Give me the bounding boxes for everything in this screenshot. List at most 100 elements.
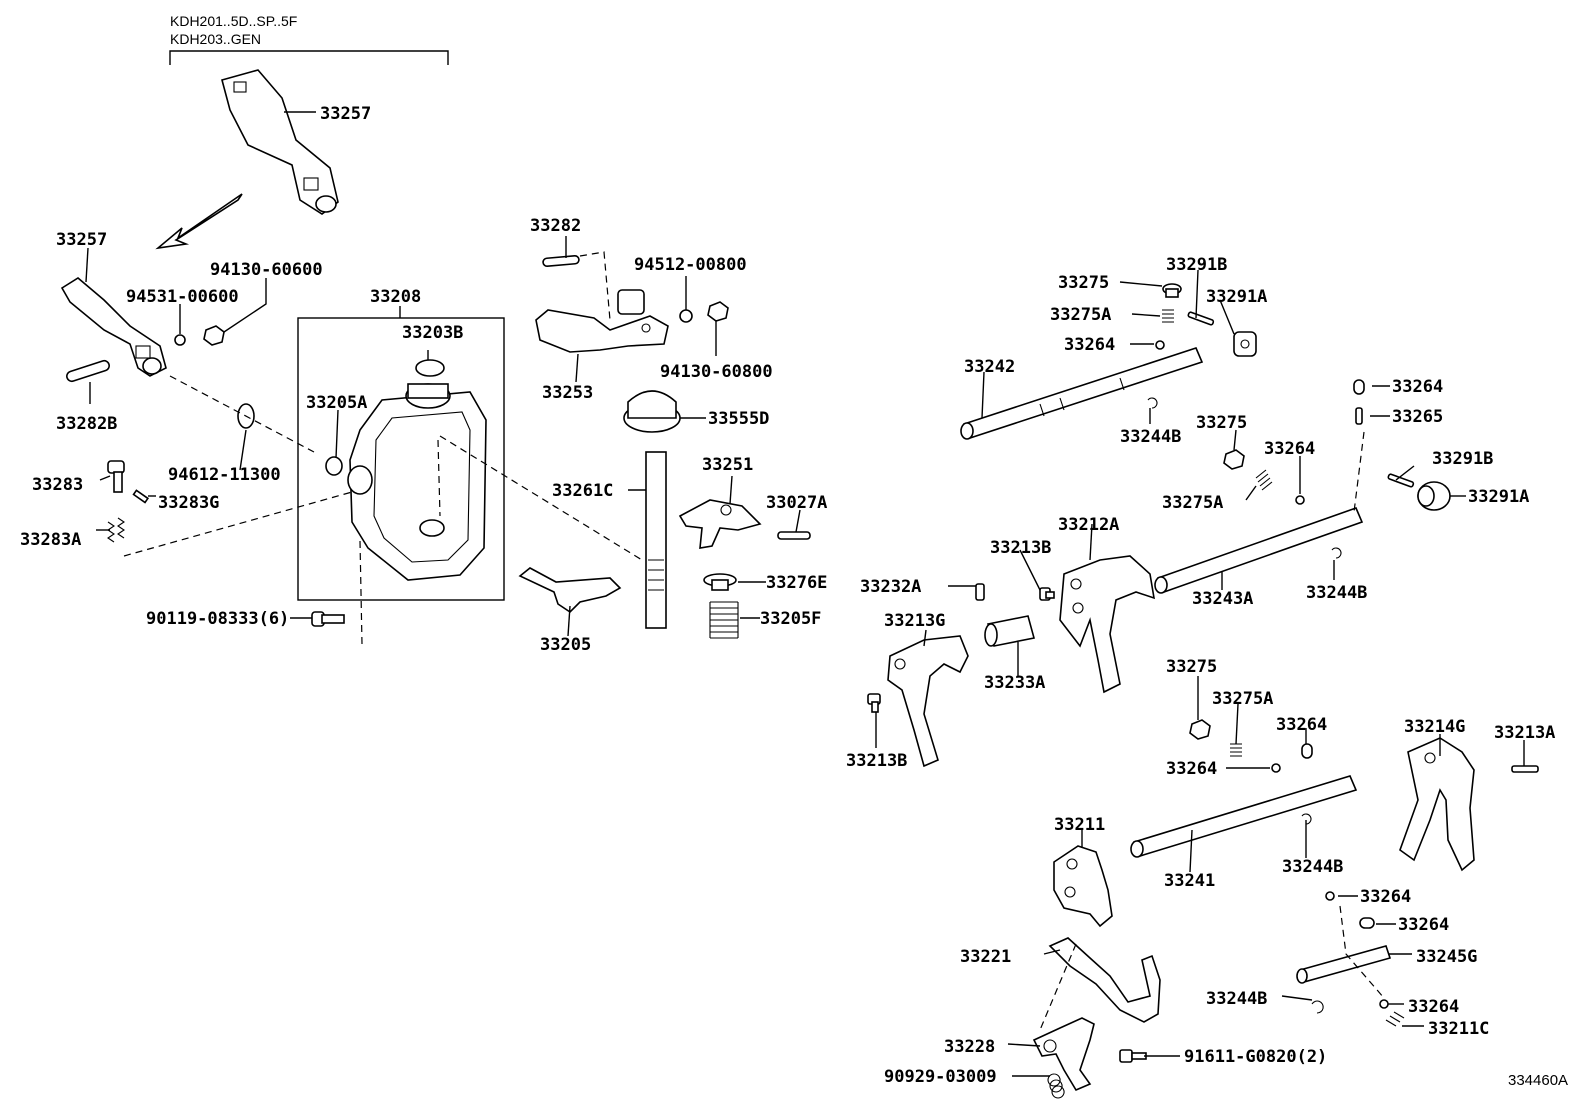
label-33264-a[interactable]: 33264 — [1360, 887, 1411, 907]
part-sleeve-33233a — [984, 615, 1035, 647]
leader-lines — [85, 111, 1525, 1077]
label-33264-right[interactable]: 33264 — [1392, 377, 1443, 397]
part-clip-33283g — [132, 489, 149, 504]
part-spring-33283a — [107, 517, 125, 543]
label-33264-low-plug[interactable]: 33264 — [1276, 715, 1327, 735]
label-33291a-top[interactable]: 33291A — [1206, 287, 1267, 307]
label-33244b-2[interactable]: 33244B — [1306, 583, 1367, 603]
label-33213a[interactable]: 33213A — [1494, 723, 1555, 743]
label-33275-top[interactable]: 33275 — [1058, 273, 1109, 293]
label-33275-mid[interactable]: 33275 — [1196, 413, 1247, 433]
label-33291a-right[interactable]: 33291A — [1468, 487, 1529, 507]
label-33203b[interactable]: 33203B — [402, 323, 463, 343]
label-33213g[interactable]: 33213G — [884, 611, 945, 631]
label-33027a[interactable]: 33027A — [766, 493, 827, 513]
label-33214g[interactable]: 33214G — [1404, 717, 1465, 737]
label-33243a[interactable]: 33243A — [1192, 589, 1253, 609]
label-94512-00800[interactable]: 94512-00800 — [634, 255, 747, 275]
part-lever-33221 — [1048, 937, 1161, 1023]
figure-id: 334460A — [1508, 1072, 1568, 1089]
label-33251[interactable]: 33251 — [702, 455, 753, 475]
part-cap-33275-low — [1189, 719, 1211, 740]
label-33211[interactable]: 33211 — [1054, 815, 1105, 835]
part-lever-33253 — [535, 289, 669, 353]
label-33275a-mid[interactable]: 33275A — [1162, 493, 1223, 513]
label-33244b-3[interactable]: 33244B — [1282, 857, 1343, 877]
part-washer-94512 — [679, 309, 693, 323]
label-33205[interactable]: 33205 — [540, 635, 591, 655]
label-33257-upper[interactable]: 33257 — [320, 104, 371, 124]
part-plug-33264-b — [1359, 917, 1375, 929]
label-33208[interactable]: 33208 — [370, 287, 421, 307]
part-cap-33275-top — [1162, 283, 1182, 298]
label-33275a-top[interactable]: 33275A — [1050, 305, 1111, 325]
part-clip-33244b-4 — [1311, 1000, 1324, 1014]
part-ball-33264-top — [1155, 340, 1165, 350]
label-33213b-top[interactable]: 33213B — [990, 538, 1051, 558]
label-94130-60600[interactable]: 94130-60600 — [210, 260, 323, 280]
part-spring-33211c — [1385, 1011, 1405, 1027]
label-33283g[interactable]: 33283G — [158, 493, 219, 513]
label-33205f[interactable]: 33205F — [760, 609, 821, 629]
label-33212a[interactable]: 33212A — [1058, 515, 1119, 535]
part-clip-33244b-2 — [1331, 547, 1342, 559]
label-33555d[interactable]: 33555D — [708, 409, 769, 429]
label-33257-lower[interactable]: 33257 — [56, 230, 107, 250]
part-cap-33275-mid — [1223, 449, 1245, 470]
applicability-line-1: KDH201..5D..SP..5F — [170, 13, 297, 29]
label-33244b-1[interactable]: 33244B — [1120, 427, 1181, 447]
label-91611-g0820[interactable]: 91611-G0820(2) — [1184, 1047, 1327, 1067]
direction-arrow — [155, 193, 243, 250]
part-bolt-33213b-left — [867, 693, 881, 713]
part-arm-33205 — [518, 567, 622, 614]
label-33211c[interactable]: 33211C — [1428, 1019, 1489, 1039]
part-spring-33275a-mid — [1255, 469, 1273, 491]
label-33291b-top[interactable]: 33291B — [1166, 255, 1227, 275]
housing-callout-box — [297, 317, 505, 601]
part-lever-33228 — [1032, 1017, 1095, 1092]
label-33264-b[interactable]: 33264 — [1398, 915, 1449, 935]
label-33275-low[interactable]: 33275 — [1166, 657, 1217, 677]
part-boot-33555d — [623, 390, 681, 433]
label-33232a[interactable]: 33232A — [860, 577, 921, 597]
part-ball-33264-c — [1379, 999, 1389, 1009]
part-washer-94531 — [174, 334, 186, 346]
label-33283[interactable]: 33283 — [32, 475, 83, 495]
label-33264-top[interactable]: 33264 — [1064, 335, 1115, 355]
part-lever-33251 — [678, 499, 762, 549]
label-33205a[interactable]: 33205A — [306, 393, 367, 413]
label-90929-03009[interactable]: 90929-03009 — [884, 1067, 997, 1087]
label-33275a-low[interactable]: 33275A — [1212, 689, 1273, 709]
label-33244b-4[interactable]: 33244B — [1206, 989, 1267, 1009]
label-33282[interactable]: 33282 — [530, 216, 581, 236]
label-33264-mid[interactable]: 33264 — [1264, 439, 1315, 459]
label-33245g[interactable]: 33245G — [1416, 947, 1477, 967]
part-shift-lever-lower — [60, 277, 167, 377]
part-spring-90929 — [1047, 1073, 1065, 1099]
label-33233a[interactable]: 33233A — [984, 673, 1045, 693]
label-33253[interactable]: 33253 — [542, 383, 593, 403]
label-33221[interactable]: 33221 — [960, 947, 1011, 967]
part-pin-33027a — [777, 531, 811, 540]
label-33241[interactable]: 33241 — [1164, 871, 1215, 891]
label-33283a[interactable]: 33283A — [20, 530, 81, 550]
label-33265[interactable]: 33265 — [1392, 407, 1443, 427]
label-94531-00600[interactable]: 94531-00600 — [126, 287, 239, 307]
label-33264-c[interactable]: 33264 — [1408, 997, 1459, 1017]
label-33242[interactable]: 33242 — [964, 357, 1015, 377]
part-seal-33203b — [415, 359, 445, 377]
label-33264-low-ball[interactable]: 33264 — [1166, 759, 1217, 779]
label-33282b[interactable]: 33282B — [56, 414, 117, 434]
part-pin-33283 — [107, 460, 125, 493]
label-33291b-right[interactable]: 33291B — [1432, 449, 1493, 469]
label-94612-11300[interactable]: 94612-11300 — [168, 465, 281, 485]
label-33213b-left[interactable]: 33213B — [846, 751, 907, 771]
label-33228[interactable]: 33228 — [944, 1037, 995, 1057]
label-33276e[interactable]: 33276E — [766, 573, 827, 593]
label-94130-60800[interactable]: 94130-60800 — [660, 362, 773, 382]
part-spring-33205f — [709, 601, 739, 639]
part-fork-33211 — [1053, 845, 1113, 928]
label-90119-08333[interactable]: 90119-08333(6) — [146, 609, 289, 629]
label-33261c[interactable]: 33261C — [552, 481, 613, 501]
